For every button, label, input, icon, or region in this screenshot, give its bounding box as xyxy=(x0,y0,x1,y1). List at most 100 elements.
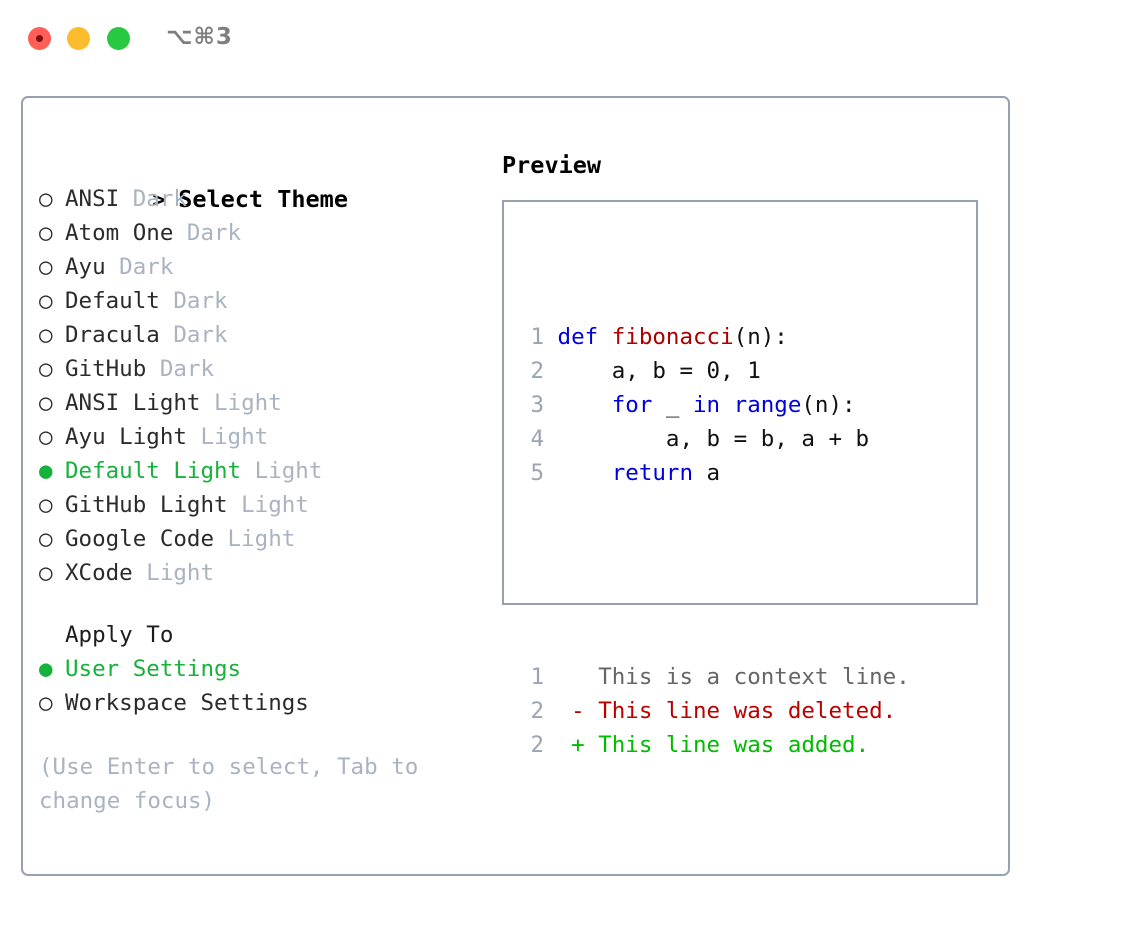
maximize-window-button[interactable] xyxy=(107,27,130,50)
diff-line: 1 This is a context line. xyxy=(518,660,910,694)
theme-list-item[interactable]: ○ Ayu Dark xyxy=(39,250,479,284)
theme-name-label: Atom One xyxy=(65,220,174,246)
theme-name-label: XCode xyxy=(65,560,133,586)
diff-marker: - xyxy=(544,698,599,724)
theme-name-label: Dracula xyxy=(65,322,160,348)
theme-list-item[interactable]: ○ XCode Light xyxy=(39,556,479,590)
line-number: 5 xyxy=(530,460,544,486)
code-token: in xyxy=(693,392,721,418)
code-token: a, b = 0, 1 xyxy=(557,358,761,384)
code-token: return xyxy=(611,460,694,486)
theme-kind-badge: Dark xyxy=(119,186,187,212)
line-number: 4 xyxy=(530,426,544,452)
theme-name-label: ANSI xyxy=(65,186,120,212)
apply-to-option-label: User Settings xyxy=(65,656,242,682)
theme-name-label: Ayu Light xyxy=(65,424,187,450)
line-number: 2 xyxy=(530,358,544,384)
code-line: 5 return a xyxy=(518,456,910,490)
title-bar: ⌥⌘3 xyxy=(0,0,1140,78)
diff-text: This line was added. xyxy=(598,732,870,758)
code-line: 4 a, b = b, a + b xyxy=(518,422,910,456)
keyboard-hint-text: (Use Enter to select, Tab to change focu… xyxy=(39,754,432,814)
apply-to-option[interactable]: ● User Settings xyxy=(39,652,479,686)
prompt-caret-icon: > xyxy=(152,187,166,213)
theme-name-label: Ayu xyxy=(65,254,106,280)
code-token: (n): xyxy=(733,324,788,350)
radio-unselected-icon[interactable]: ○ xyxy=(39,186,53,212)
code-token: a, b = b, a + b xyxy=(557,426,870,452)
select-theme-heading-label: Select Theme xyxy=(178,185,348,213)
radio-unselected-icon[interactable]: ○ xyxy=(39,690,53,716)
code-token: def xyxy=(557,324,612,350)
radio-unselected-icon[interactable]: ○ xyxy=(39,560,53,586)
diff-marker xyxy=(544,664,598,690)
code-line: 1 def fibonacci(n): xyxy=(518,320,910,354)
code-line: 2 a, b = 0, 1 xyxy=(518,354,910,388)
theme-list[interactable]: ○ ANSI Dark ○ Atom One Dark ○ Ayu Dark ○ Defaul… xyxy=(39,182,479,590)
theme-name-label: ANSI Light xyxy=(65,390,201,416)
theme-kind-badge: Light xyxy=(214,526,296,552)
theme-name-label: GitHub xyxy=(65,356,147,382)
theme-list-item[interactable]: ○ GitHub Dark xyxy=(39,352,479,386)
code-token: _ xyxy=(652,392,694,418)
theme-kind-badge: Dark xyxy=(159,322,228,348)
radio-selected-icon[interactable]: ● xyxy=(39,656,53,682)
radio-unselected-icon[interactable]: ○ xyxy=(39,390,53,416)
radio-unselected-icon[interactable]: ○ xyxy=(39,356,53,382)
theme-kind-badge: Light xyxy=(200,390,282,416)
apply-to-section: Apply To ● User Settings ○Workspace Settin… xyxy=(39,618,479,720)
minimize-window-button[interactable] xyxy=(67,27,90,50)
code-token: fibonacci xyxy=(611,324,734,350)
theme-list-item[interactable]: ○ Google Code Light xyxy=(39,522,479,556)
line-number: 1 xyxy=(530,664,544,690)
code-diff-spacer xyxy=(518,558,910,592)
theme-list-item[interactable]: ●Default Light Light xyxy=(39,454,479,488)
radio-unselected-icon[interactable]: ○ xyxy=(39,220,53,246)
code-token: for xyxy=(611,392,653,418)
diff-marker: + xyxy=(544,732,599,758)
radio-selected-icon[interactable]: ● xyxy=(39,458,53,484)
theme-name-label: Default xyxy=(65,288,160,314)
radio-unselected-icon[interactable]: ○ xyxy=(39,526,53,552)
theme-name-label: Default Light xyxy=(65,458,242,484)
code-token: range xyxy=(733,392,802,418)
theme-kind-badge: Dark xyxy=(146,356,215,382)
apply-to-options[interactable]: ● User Settings ○Workspace Settings xyxy=(39,652,479,720)
code-token xyxy=(558,460,612,486)
apply-to-heading: Apply To xyxy=(65,622,174,648)
theme-name-label: Google Code xyxy=(65,526,215,552)
radio-unselected-icon[interactable]: ○ xyxy=(39,254,53,280)
code-token: (n): xyxy=(801,392,856,418)
diff-text: This is a context line. xyxy=(598,664,910,690)
radio-unselected-icon[interactable]: ○ xyxy=(39,492,53,518)
theme-list-item[interactable]: ○ Ayu Light Light xyxy=(39,420,479,454)
radio-unselected-icon[interactable]: ○ xyxy=(39,322,53,348)
code-token xyxy=(720,392,734,418)
theme-picker-panel: >Select Theme ○ANSI Dark○Atom One Dark○A… xyxy=(21,96,1010,876)
radio-unselected-icon[interactable]: ○ xyxy=(39,424,53,450)
theme-list-item[interactable]: ○ ANSI Light Light xyxy=(39,386,479,420)
theme-kind-badge: Light xyxy=(132,560,215,586)
radio-unselected-icon[interactable]: ○ xyxy=(39,288,53,314)
apply-to-option[interactable]: ○Workspace Settings xyxy=(39,686,479,720)
select-theme-heading: > Select Theme xyxy=(39,148,479,213)
code-line: 3 for _ in range(n): xyxy=(518,388,910,422)
theme-list-item[interactable]: ○Atom One Dark xyxy=(39,216,479,250)
line-number: 2 xyxy=(530,732,544,758)
line-number: 3 xyxy=(530,392,544,418)
theme-kind-badge: Dark xyxy=(159,288,228,314)
theme-name-label: GitHub Light xyxy=(65,492,228,518)
theme-list-item[interactable]: ○GitHub Light Light xyxy=(39,488,479,522)
close-window-button[interactable] xyxy=(28,27,51,50)
theme-list-item[interactable]: ○ ANSI Dark xyxy=(39,182,479,216)
theme-kind-badge: Dark xyxy=(105,254,174,280)
theme-list-item[interactable]: ○ Dracula Dark xyxy=(39,318,479,352)
theme-kind-badge: Light xyxy=(186,424,269,450)
diff-line: 2 - This line was deleted. xyxy=(518,694,910,728)
diff-line: 2 + This line was added. xyxy=(518,728,910,762)
code-token xyxy=(558,392,612,418)
theme-list-item[interactable]: ○ Default Dark xyxy=(39,284,479,318)
diff-text: This line was deleted. xyxy=(598,698,897,724)
